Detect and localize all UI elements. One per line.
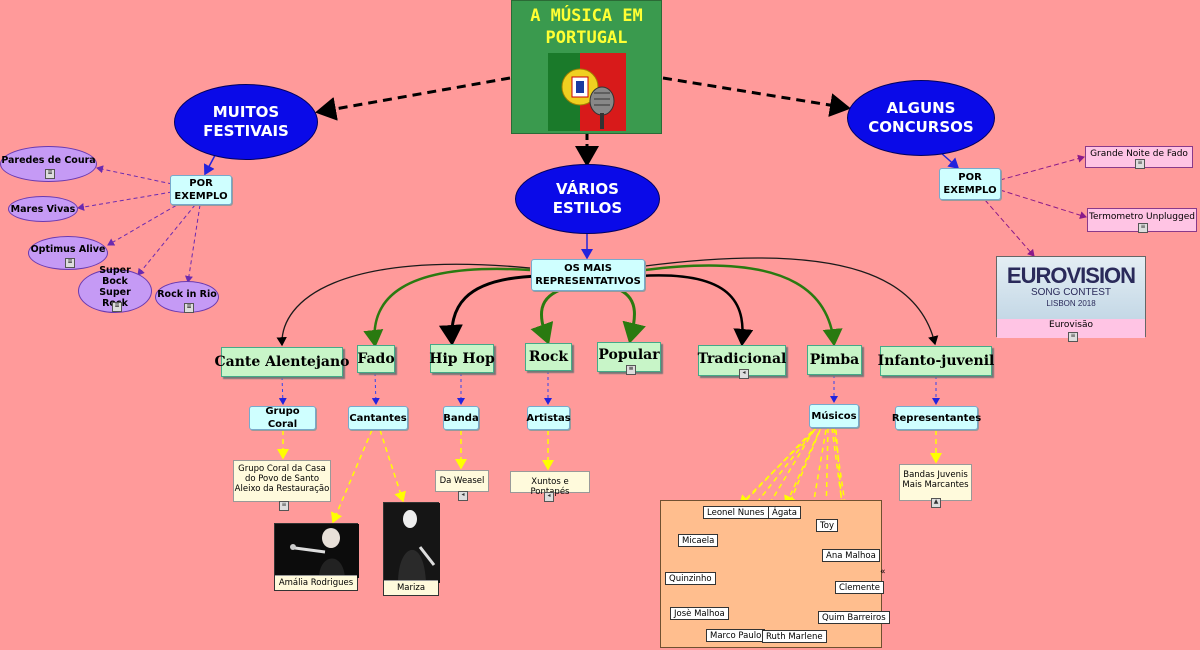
eurovision-logo: EUROVISION SONG CONTEST LISBON 2018 bbox=[997, 257, 1145, 319]
document-icon[interactable]: ≡ bbox=[65, 258, 75, 268]
collapse-icon[interactable]: « bbox=[880, 567, 886, 577]
style-tradicional[interactable]: Tradicional◂ bbox=[698, 345, 786, 379]
photo-amalia-rodrigues[interactable]: Amália Rodrigues bbox=[274, 523, 359, 591]
document-icon[interactable]: ≡ bbox=[1135, 159, 1145, 169]
document-icon[interactable]: ≡ bbox=[1138, 223, 1148, 233]
musico-quinzinho[interactable]: Quinzinho bbox=[665, 572, 716, 585]
document-icon[interactable]: ≡ bbox=[112, 302, 122, 312]
musico-toy[interactable]: Toy bbox=[816, 519, 838, 532]
contest-grande-noite-de-fado[interactable]: Grande Noite de Fado≡ bbox=[1085, 146, 1193, 169]
document-icon[interactable]: ≡ bbox=[626, 365, 636, 375]
style-hip-hop[interactable]: Hip Hop bbox=[429, 344, 495, 373]
musico-jose-malhoa[interactable]: Josè Malhoa bbox=[670, 607, 729, 620]
portugal-microphone-image bbox=[548, 53, 626, 131]
link-musicos[interactable]: Músicos bbox=[809, 404, 859, 428]
photo-mariza[interactable]: Mariza bbox=[383, 502, 440, 596]
musico-marco-paulo[interactable]: Marco Paulo bbox=[706, 629, 766, 642]
style-cante-alentejano[interactable]: Cante Alentejano bbox=[215, 347, 349, 377]
image-icon[interactable]: ▲ bbox=[931, 498, 941, 508]
os-mais-representativos[interactable]: OS MAIS REPRESENTATIVOS bbox=[531, 259, 645, 291]
por-exemplo-concursos[interactable]: POR EXEMPLO bbox=[939, 168, 1001, 200]
link-grupo-coral[interactable]: Grupo Coral bbox=[249, 406, 316, 430]
musico-leonel-nunes[interactable]: Leonel Nunes bbox=[703, 506, 769, 519]
style-fado[interactable]: Fado bbox=[357, 345, 395, 373]
singer-silhouette bbox=[384, 503, 440, 583]
musico-clemente[interactable]: Clemente bbox=[835, 581, 884, 594]
link-artistas[interactable]: Artistas bbox=[526, 406, 571, 430]
festival-rock-in-rio[interactable]: Rock in Rio≡ bbox=[155, 281, 219, 313]
link-cantantes[interactable]: Cantantes bbox=[348, 406, 408, 430]
document-icon[interactable]: ≡ bbox=[45, 169, 55, 179]
example-xuntos-e-pontapes[interactable]: Xuntos e Pontapés◂ bbox=[510, 471, 590, 502]
musico-micaela[interactable]: Micaela bbox=[678, 534, 719, 547]
audio-icon[interactable]: ◂ bbox=[739, 369, 749, 379]
musico-quim-barreiros[interactable]: Quim Barreiros bbox=[818, 611, 890, 624]
example-da-weasel[interactable]: Da Weasel◂ bbox=[435, 470, 489, 501]
audio-icon[interactable]: ◂ bbox=[458, 491, 468, 501]
style-pimba[interactable]: Pimba bbox=[807, 345, 862, 375]
audio-icon[interactable]: ◂ bbox=[544, 492, 554, 502]
festival-super-bock[interactable]: Super Bock Super Rock≡ bbox=[78, 265, 152, 313]
example-grupo-coral-santo-aleixo[interactable]: Grupo Coral da Casa do Povo de Santo Ale… bbox=[233, 460, 331, 511]
document-icon[interactable]: ≡ bbox=[1068, 332, 1078, 342]
por-exemplo-festivais[interactable]: POR EXEMPLO bbox=[170, 175, 232, 205]
style-popular[interactable]: Popular≡ bbox=[597, 342, 661, 375]
musico-ruth-marlene[interactable]: Ruth Marlene bbox=[762, 630, 827, 643]
style-infanto-juvenil[interactable]: Infanto-juvenil bbox=[878, 346, 994, 376]
festival-paredes-de-coura[interactable]: Paredes de Coura≡ bbox=[0, 146, 97, 182]
style-rock[interactable]: Rock bbox=[525, 343, 572, 371]
festival-optimus-alive[interactable]: Optimus Alive≡ bbox=[28, 236, 108, 270]
document-icon[interactable]: ≡ bbox=[279, 501, 289, 511]
link-title-festivais bbox=[315, 76, 511, 121]
musico-ana-malhoa[interactable]: Ana Malhoa bbox=[822, 549, 880, 562]
title-node[interactable]: A MÚSICA EM PORTUGAL bbox=[511, 0, 662, 134]
link-banda[interactable]: Banda bbox=[443, 406, 479, 430]
example-bandas-juvenis[interactable]: Bandas Juvenis Mais Marcantes▲ bbox=[899, 464, 972, 508]
festival-mares-vivas[interactable]: Mares Vivas bbox=[8, 196, 78, 222]
singer-silhouette bbox=[275, 524, 359, 578]
musico-agata[interactable]: Ágata bbox=[768, 506, 801, 519]
eurovision-caption: Eurovisão bbox=[997, 319, 1145, 338]
contest-termometro-unplugged[interactable]: Termometro Unplugged≡ bbox=[1087, 208, 1197, 233]
link-representantes[interactable]: Representantes bbox=[892, 406, 981, 430]
eurovision-node[interactable]: EUROVISION SONG CONTEST LISBON 2018 Euro… bbox=[996, 256, 1146, 342]
map-title: A MÚSICA EM PORTUGAL bbox=[530, 6, 643, 48]
link-title-concursos bbox=[662, 76, 851, 117]
document-icon[interactable]: ≡ bbox=[184, 303, 194, 313]
